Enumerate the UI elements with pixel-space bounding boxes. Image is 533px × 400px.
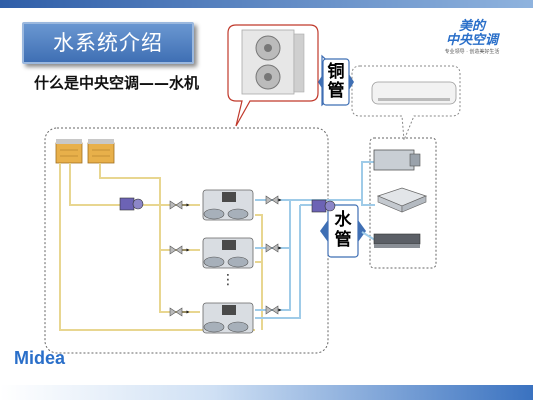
chiller-ellipsis: ⋮	[221, 272, 235, 288]
copper-pipe-label-1: 铜	[327, 62, 345, 82]
concealed-unit-icon	[373, 233, 421, 248]
cooling-tower-icon	[87, 139, 115, 164]
valve-icon	[169, 195, 279, 317]
terminal-units-boundary	[369, 137, 437, 269]
cooling-tower-icon	[55, 139, 83, 164]
ducted-unit-icon	[373, 149, 421, 171]
outdoor-unit-callout	[227, 24, 319, 127]
water-pipe-label-1: 水	[334, 210, 352, 230]
plant-room-boundary	[44, 127, 329, 354]
brand-logo-line1: 美的	[458, 19, 485, 34]
midea-logo: Midea	[14, 348, 66, 368]
water-pipe-arrow	[320, 204, 366, 258]
brand-logo-line2: 中央空调	[445, 33, 498, 48]
brand-logo-tagline: 专业领导 · 创造美好生活	[444, 49, 500, 55]
copper-pipe-arrow	[318, 54, 354, 107]
chiller-unit-icon	[202, 189, 254, 221]
water-pipe-label-2: 管	[334, 230, 352, 250]
condenser-water-pipes	[59, 163, 263, 331]
pump-icon	[311, 199, 336, 213]
chiller-unit-icon	[202, 237, 254, 269]
copper-pipe-label-2: 管	[327, 81, 345, 101]
chiller-unit-icon	[202, 302, 254, 334]
slide-subtitle: 什么是中央空调——水机	[34, 74, 200, 92]
cassette-unit-icon	[376, 187, 428, 213]
bottom-band	[0, 385, 533, 400]
pump-icon	[119, 197, 144, 211]
top-band	[0, 0, 533, 8]
brand-logo: 美的 中央空调 专业领导 · 创造美好生活	[424, 20, 520, 66]
indoor-unit-callout	[351, 65, 461, 141]
slide-title: 水系统介绍	[22, 22, 194, 64]
